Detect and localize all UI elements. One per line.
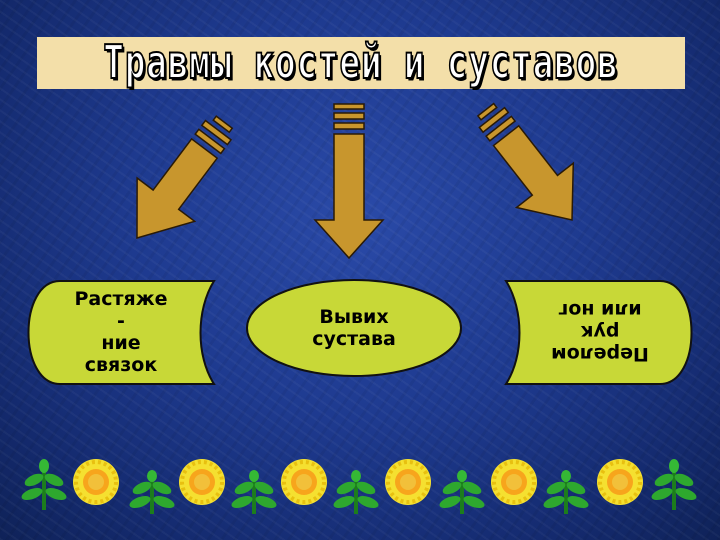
sunflower-icon: [597, 459, 643, 505]
leaf-icon: [333, 470, 379, 514]
title-banner: Травмы костей и суставов: [37, 35, 685, 91]
label-dislocation: Вывих сустава: [248, 280, 460, 376]
label-line: Перелом: [551, 343, 649, 365]
label-line: ние: [101, 332, 141, 354]
leaf-icon: [651, 459, 697, 510]
arrow-middle: [313, 103, 385, 260]
label-line: -: [117, 310, 125, 332]
sunflower-icon: [281, 459, 327, 505]
sunflower-icon: [179, 459, 225, 505]
shape-middle-ellipse: [246, 279, 462, 377]
leaf-icon: [439, 470, 485, 514]
label-line: рук: [580, 321, 620, 343]
label-line: Вывих: [319, 306, 389, 328]
sunflower-icon: [73, 459, 119, 505]
label-fracture: Перелом рук или ног: [516, 280, 684, 384]
label-line: сустава: [312, 328, 396, 350]
flower-border: [21, 459, 697, 514]
leaf-icon: [543, 470, 589, 514]
sunflower-icon: [385, 459, 431, 505]
shape-right-scroll: [504, 280, 693, 385]
label-sprain: Растяже - ние связок: [38, 279, 204, 385]
label-line: Растяже: [74, 288, 168, 310]
label-line: связок: [84, 354, 158, 376]
sunflower-icon: [491, 459, 537, 505]
leaf-icon: [129, 470, 175, 514]
label-line: или ног: [558, 299, 642, 321]
leaf-icon: [21, 459, 67, 510]
arrow-left: [136, 115, 234, 239]
shape-left-scroll: [27, 280, 216, 385]
slide-title: Травмы костей и суставов: [103, 35, 619, 91]
leaf-icon: [231, 470, 277, 514]
arrow-right: [476, 102, 575, 221]
